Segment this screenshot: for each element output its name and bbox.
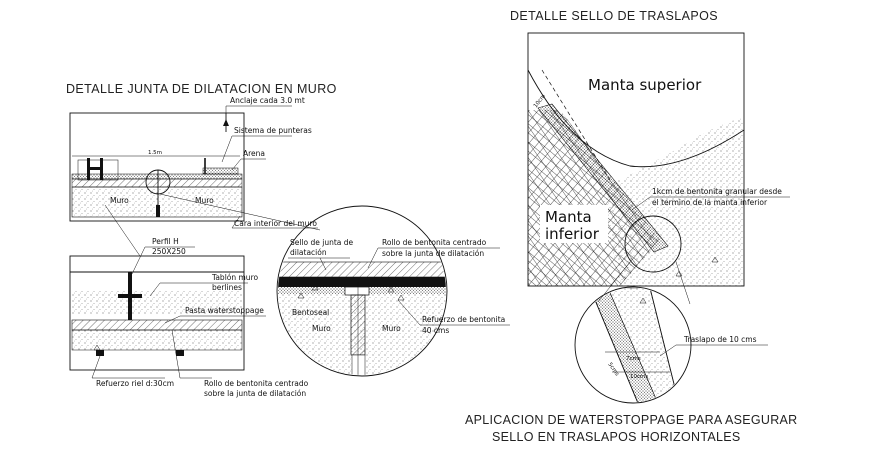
sello-traslapos-detail: Manta superior Manta inferior 10cm [527, 32, 790, 287]
junta-title: DETALLE JUNTA DE DILATACION EN MURO [66, 82, 337, 96]
sello-junta-label-2: dilatación [290, 248, 327, 257]
bentonita-granular-label-1: 1kcm de bentonita granular desde [652, 187, 782, 196]
muro-label-1: Muro [110, 196, 129, 205]
manta-inferior-label-2: inferior [545, 225, 600, 243]
sobre-junta-label: sobre la junta de dilatación [204, 389, 306, 398]
sistema-punteras-label: Sistema de punteras [234, 126, 312, 135]
bentonita-granular-label-2: el termino de la manta inferior [652, 198, 768, 207]
manta-superior-label: Manta superior [588, 76, 702, 94]
rollo-bentonita-label: Rollo de bentonita centrado [204, 379, 309, 388]
refuerzo-riel-label: Refuerzo riel d:30cm [96, 379, 174, 388]
sello-title: DETALLE SELLO DE TRASLAPOS [510, 9, 718, 23]
manta-inferior-label-1: Manta [545, 208, 592, 226]
sobre-junta-label-2: sobre la junta de dilatación [382, 249, 484, 258]
cara-interior-label: Cara interior del muro [234, 219, 317, 228]
refuerzo-bentonita-label: Refuerzo de bentonita [422, 315, 505, 324]
triangle-markers [93, 256, 719, 351]
muro-label-2: Muro [195, 196, 214, 205]
muro-label-3: Muro [312, 324, 331, 333]
junta-top-detail: 1.5m Muro Muro [69, 105, 318, 229]
aplicacion-title-1: APLICACION DE WATERSTOPPAGE PARA ASEGURA… [465, 413, 798, 427]
rollo-bentonita-label-2: Rollo de bentonita centrado [382, 238, 487, 247]
traslapo-label: Traslapo de 10 cms [683, 335, 757, 344]
anclaje-label: Anclaje cada 3.0 mt [230, 96, 305, 105]
dim-7cm: 7cms [626, 356, 641, 362]
perfil-h-label: Perfil H [152, 237, 179, 246]
cms40-label: 40 cms [422, 326, 449, 335]
tablon-label: Tablón muro [211, 273, 258, 282]
berlines-label: berlines [212, 283, 242, 292]
junta-perfil-detail [69, 246, 266, 379]
perfil-h-dim: 250X250 [152, 247, 186, 256]
aplicacion-title-2: SELLO EN TRASLAPOS HORIZONTALES [492, 430, 741, 444]
bentoseal-label: Bentoseal [292, 308, 329, 317]
sello-junta-label-1: Sello de junta de [290, 238, 354, 247]
muro-label-4: Muro [382, 324, 401, 333]
dim-10cms: 10cms [630, 374, 648, 380]
dim-5cm: 5cms [606, 362, 619, 378]
arena-label: Arena [243, 149, 265, 158]
junta-circle-detail: Muro Muro Bentoseal [276, 205, 510, 377]
pasta-label: Pasta waterstoppage [185, 306, 264, 315]
traslapo-circle-detail: 7cms 5cms 10cms [574, 286, 768, 404]
dim-15m: 1.5m [148, 150, 162, 156]
